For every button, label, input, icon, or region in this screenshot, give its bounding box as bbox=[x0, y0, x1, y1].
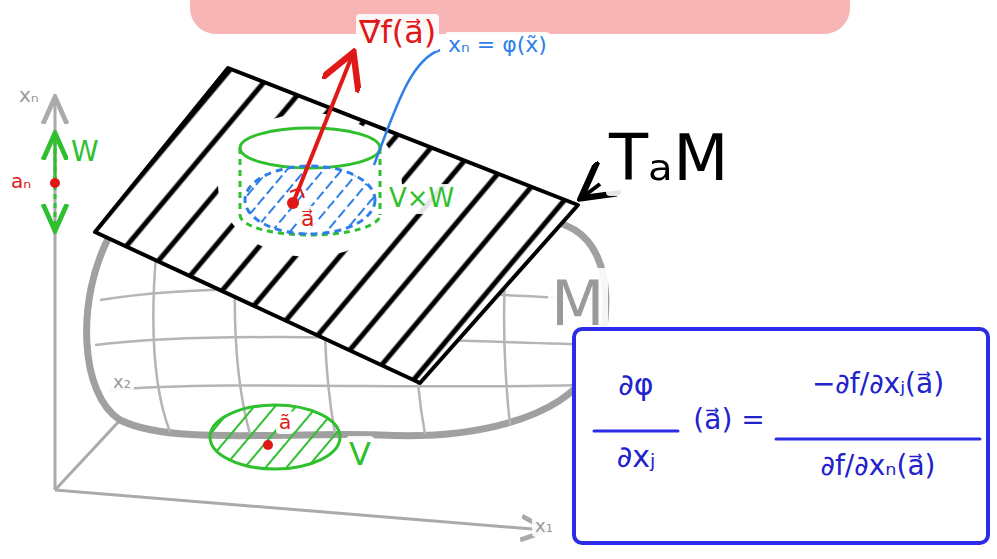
axis-label: x₁ bbox=[532, 516, 556, 537]
formula-box: ∂φ ∂xⱼ (a⃗) = −∂f/∂xⱼ(a⃗) ∂f/∂xₙ(a⃗) bbox=[572, 327, 990, 545]
point-label: a⃗ bbox=[298, 206, 317, 231]
axis-label: xₙ bbox=[16, 84, 42, 107]
w-interval bbox=[50, 136, 60, 228]
formula-part: ∂f/∂xₙ(a⃗) bbox=[821, 449, 936, 483]
formula-part: (a⃗) = bbox=[693, 403, 764, 437]
cylinder bbox=[240, 128, 380, 235]
point-label: ã bbox=[276, 411, 294, 434]
graph-label: xₙ = φ(x̃) bbox=[445, 32, 550, 57]
fraction-bar bbox=[594, 430, 678, 433]
leader-line bbox=[374, 50, 440, 165]
formula-part: −∂f/∂xⱼ(a⃗) bbox=[812, 367, 944, 401]
interval-label: W bbox=[68, 136, 102, 168]
coordinate-label: aₙ bbox=[8, 170, 34, 193]
gradient-label: ∇⃗f(a⃗) bbox=[356, 14, 439, 51]
pointer-arrow bbox=[584, 184, 600, 196]
neighborhood-label: V×W bbox=[386, 184, 457, 214]
v-region bbox=[210, 405, 340, 469]
axis-label: x₂ bbox=[110, 372, 134, 393]
formula-part: ∂xⱼ bbox=[617, 439, 656, 475]
formula-part: ∂φ bbox=[618, 367, 653, 403]
tangent-plane bbox=[95, 68, 578, 383]
region-label: V bbox=[346, 436, 374, 473]
right-angle-mark bbox=[290, 188, 304, 198]
graph-patch bbox=[245, 166, 375, 234]
tangent-space-label: TₐM bbox=[606, 122, 731, 196]
point-a bbox=[287, 197, 299, 209]
header-bar bbox=[190, 0, 850, 34]
gradient-arrow bbox=[293, 56, 352, 203]
fraction-bar bbox=[776, 438, 980, 441]
fraction-bars bbox=[576, 331, 986, 541]
